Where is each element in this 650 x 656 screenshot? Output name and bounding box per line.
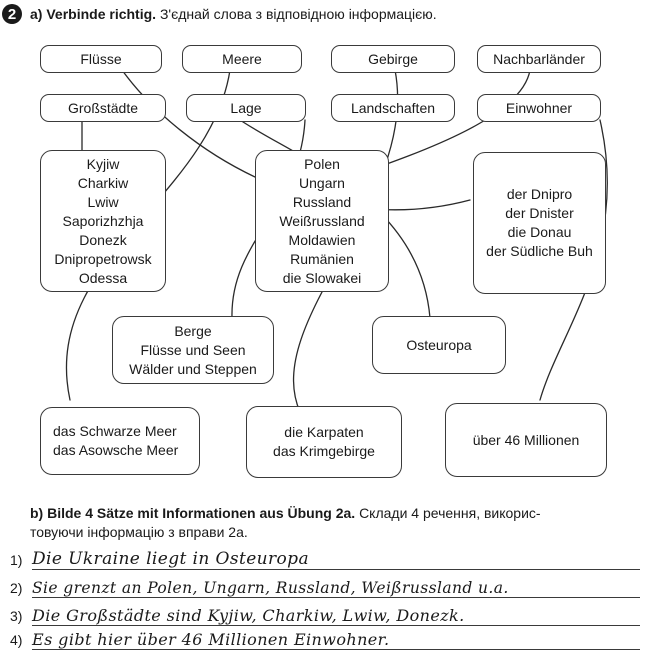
part-b-instruction-uk-1: Склади 4 речення, викорис- [359, 505, 541, 521]
label-landschaften: Landschaften [331, 94, 455, 122]
country-item: Russland [292, 193, 352, 210]
box-seas: das Schwarze Meer das Asowsche Meer [40, 407, 200, 475]
box-neighbor-countries: Polen Ungarn Russland Weißrussland Molda… [255, 150, 389, 292]
box-landscapes: Berge Flüsse und Seen Wälder und Steppen [112, 316, 274, 384]
answer-text: Es gibt hier über 46 Millionen Einwohner… [32, 630, 390, 649]
river-item: der Dnipro [506, 186, 573, 202]
city-item: Lwiw [87, 193, 119, 210]
sea-item: das Asowsche Meer [53, 442, 179, 458]
part-b-instruction-de: Bilde 4 Sätze mit Informationen aus Übun… [47, 505, 356, 521]
part-a-instruction-uk: З'єднай слова з відповідною інформацією. [159, 6, 437, 22]
label-meere: Meere [182, 45, 302, 73]
country-item: Polen [304, 155, 340, 172]
box-mountains: die Karpaten das Krimgebirge [246, 406, 402, 478]
city-item: Odessa [78, 269, 128, 286]
answer-row[interactable]: 1) Die Ukraine liegt in Osteuropa [10, 544, 640, 572]
sea-item: das Schwarze Meer [53, 423, 177, 439]
part-b-heading: b) Bilde 4 Sätze mit Informationen aus Ü… [30, 504, 640, 542]
answer-row[interactable]: 2) Sie grenzt an Polen, Ungarn, Russland… [10, 572, 640, 600]
answer-row[interactable]: 3) Die Großstädte sind Kyjiw, Charkiw, L… [10, 600, 640, 628]
part-a-letter: a) [30, 6, 43, 22]
answer-number: 1) [10, 552, 23, 568]
answer-text: Sie grenzt an Polen, Ungarn, Russland, W… [32, 579, 509, 597]
country-item: die Slowakei [282, 269, 362, 286]
answer-number: 4) [10, 632, 23, 648]
label-lage: Lage [186, 94, 306, 122]
city-item: Saporizhzhja [62, 212, 144, 229]
river-item: der Südliche Buh [486, 243, 593, 259]
landscape-item: Wälder und Steppen [129, 360, 257, 377]
answer-number: 3) [10, 608, 23, 624]
box-cities: Kyjiw Charkiw Lwiw Saporizhzhja Donezk D… [40, 150, 166, 292]
landscape-item: Berge [174, 322, 212, 339]
label-einwohner: Einwohner [477, 94, 601, 122]
label-gebirge: Gebirge [331, 45, 455, 73]
city-item: Charkiw [77, 174, 129, 191]
part-a-instruction-de: Verbinde richtig. [46, 6, 157, 22]
city-item: Donezk [79, 231, 127, 248]
city-item: Dnipropetrowsk [54, 250, 152, 267]
country-item: Moldawien [288, 231, 356, 248]
part-b-letter: b) [30, 505, 44, 521]
mountain-item: die Karpaten [284, 424, 364, 440]
river-item: der Dnister [505, 205, 574, 221]
country-item: Rumänien [290, 250, 354, 267]
label-grossstaedte: Großstädte [40, 94, 166, 122]
part-a-heading: a) Verbinde richtig. З'єднай слова з від… [30, 6, 437, 22]
box-population: über 46 Millionen [445, 403, 607, 477]
location-item: Osteuropa [406, 336, 472, 353]
answer-text: Die Ukraine liegt in Osteuropa [32, 549, 309, 569]
landscape-item: Flüsse und Seen [140, 341, 246, 358]
answer-line [32, 649, 640, 650]
country-item: Ungarn [299, 174, 345, 191]
mountain-item: das Krimgebirge [273, 443, 375, 459]
exercise-number-badge: 2 [2, 4, 22, 24]
answer-row[interactable]: 4) Es gibt hier über 46 Millionen Einwoh… [10, 624, 640, 652]
box-location: Osteuropa [372, 316, 506, 374]
answer-line [32, 569, 640, 570]
answer-text: Die Großstädte sind Kyjiw, Charkiw, Lwiw… [32, 606, 465, 625]
label-nachbarlaender: Nachbarländer [477, 45, 601, 73]
part-b-instruction-uk-2: товуючи інформацію з вправи 2а. [30, 524, 248, 540]
answer-number: 2) [10, 580, 23, 596]
city-item: Kyjiw [86, 155, 120, 172]
river-item: die Donau [507, 224, 572, 240]
label-fluesse: Flüsse [40, 45, 162, 73]
country-item: Weißrussland [279, 212, 365, 229]
population-item: über 46 Millionen [472, 431, 580, 448]
answer-line [32, 625, 640, 626]
box-rivers: der Dnipro der Dnister die Donau der Süd… [473, 152, 606, 294]
answer-line [32, 597, 640, 598]
